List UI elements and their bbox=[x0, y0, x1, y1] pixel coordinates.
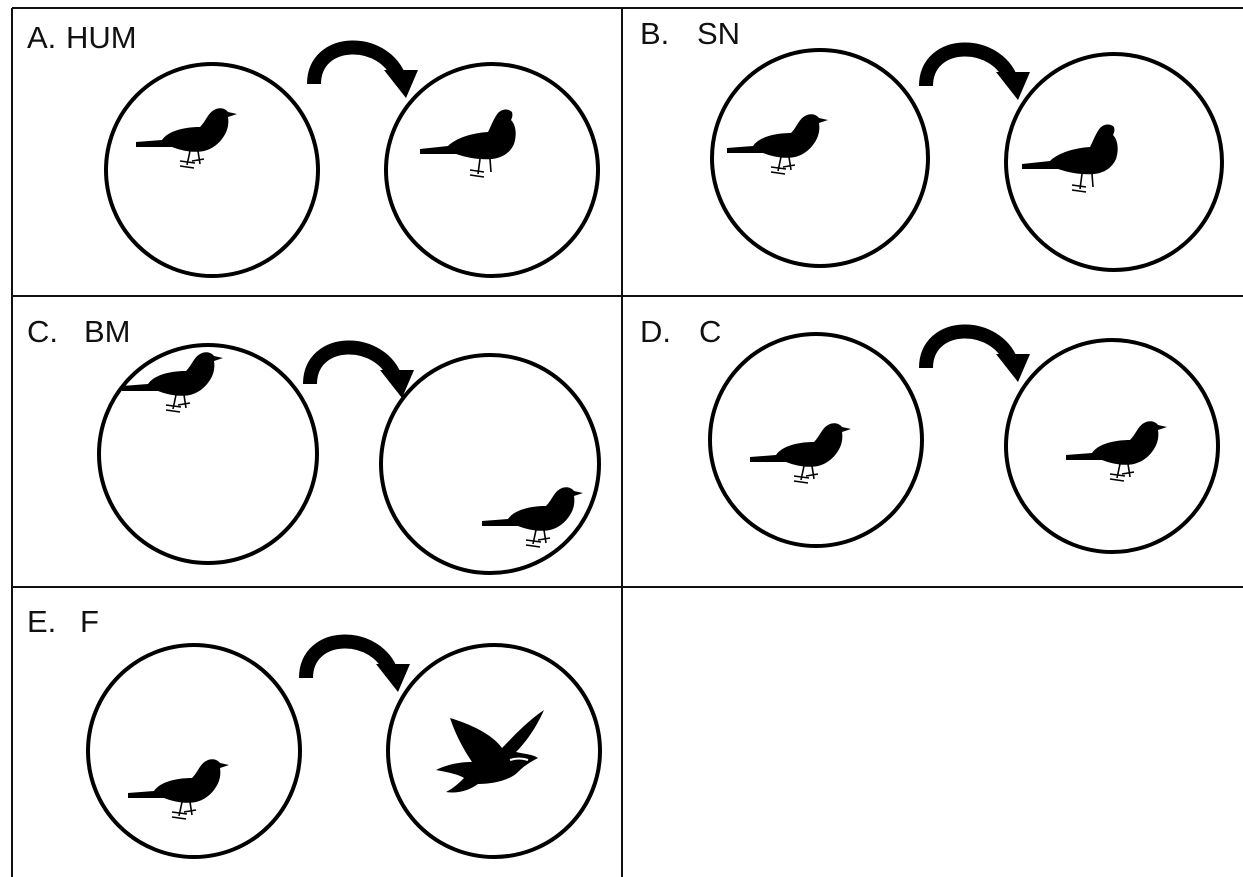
panel-a-before-circle bbox=[104, 62, 320, 278]
panel-c-before-circle bbox=[97, 343, 319, 565]
panel-e-before-bird-icon bbox=[127, 758, 230, 820]
panel-e-after-circle bbox=[386, 643, 602, 859]
panel-b-name: SN bbox=[697, 16, 740, 51]
panel-d-letter: D. bbox=[640, 314, 671, 349]
panel-e-arrow-icon bbox=[306, 641, 410, 692]
panel-a-name: HUM bbox=[66, 20, 137, 55]
panel-d-before-bird-icon bbox=[749, 422, 852, 484]
crouch-bird-icon bbox=[1065, 420, 1168, 482]
panel-e-letter: E. bbox=[27, 604, 56, 639]
sleek-neck-bird-icon bbox=[1021, 123, 1119, 193]
panel-c-name: BM bbox=[84, 314, 131, 349]
panel-a-arrow-icon bbox=[314, 47, 418, 98]
flying-bird-icon bbox=[435, 709, 545, 794]
moving-bird-icon bbox=[121, 351, 224, 413]
panel-c-letter: C. bbox=[27, 314, 58, 349]
hum-posture-bird-icon bbox=[419, 108, 517, 178]
panel-a-after-circle bbox=[384, 62, 600, 278]
panel-grid bbox=[11, 7, 1243, 877]
panel-a-before-bird-icon bbox=[135, 107, 238, 169]
panel-a: A. HUM bbox=[27, 20, 600, 278]
panel-d-arrow-icon bbox=[926, 331, 1030, 382]
panel-b: B. SN bbox=[640, 16, 1224, 272]
panel-b-letter: B. bbox=[640, 16, 669, 51]
panel-b-arrow-icon bbox=[926, 49, 1030, 100]
panel-d: D. C bbox=[640, 314, 1220, 554]
panel-d-before-circle bbox=[708, 332, 924, 548]
panel-e-name: F bbox=[80, 604, 99, 639]
panel-c: C. BM bbox=[27, 314, 601, 575]
panel-d-name: C bbox=[699, 314, 721, 349]
panel-b-before-circle bbox=[710, 48, 930, 268]
panel-e-before-circle bbox=[86, 643, 302, 859]
panel-b-before-bird-icon bbox=[726, 113, 829, 175]
panel-e: E. F bbox=[27, 604, 602, 859]
panel-b-after-circle bbox=[1004, 52, 1224, 272]
panel-c-after-circle bbox=[379, 353, 601, 575]
panel-c-arrow-icon bbox=[310, 347, 414, 398]
panel-a-letter: A. bbox=[27, 20, 56, 55]
panel-d-after-circle bbox=[1004, 338, 1220, 554]
